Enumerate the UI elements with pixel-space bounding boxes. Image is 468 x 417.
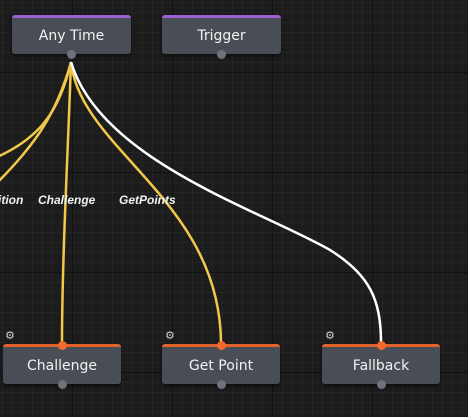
node-get-point-input-port[interactable] [216, 341, 226, 350]
node-any-time-output-port[interactable] [67, 50, 76, 59]
edge-any-time-to-fallback [69, 61, 383, 344]
edge-any-time-to-offscreen [0, 61, 73, 157]
node-challenge-input-port[interactable] [57, 341, 67, 350]
edge-any-time-to-offscreen-2 [0, 61, 73, 182]
edge-any-time-to-get-point [69, 61, 223, 344]
node-challenge-output-port[interactable] [57, 380, 67, 389]
node-any-time[interactable]: Any Time [12, 15, 131, 59]
node-trigger-label: Trigger [197, 28, 246, 44]
node-trigger[interactable]: Trigger [162, 15, 281, 59]
node-challenge[interactable]: Challenge [3, 341, 121, 389]
node-get-point[interactable]: Get Point [162, 341, 280, 389]
node-fallback-label: Fallback [352, 357, 410, 374]
edge-label-cut-off[interactable]: ition [0, 193, 24, 207]
edge-label-getpoints[interactable]: GetPoints [119, 193, 176, 207]
node-get-point-output-port[interactable] [216, 380, 226, 389]
gear-icon[interactable]: ⚙ [5, 329, 15, 342]
gear-icon[interactable]: ⚙ [325, 329, 335, 342]
edge-any-time-to-challenge [60, 61, 73, 344]
node-any-time-label: Any Time [38, 28, 105, 44]
node-fallback[interactable]: Fallback [322, 341, 440, 389]
node-challenge-label: Challenge [27, 357, 97, 374]
gear-icon[interactable]: ⚙ [165, 329, 175, 342]
edge-label-challenge[interactable]: Challenge [38, 193, 96, 207]
node-trigger-output-port[interactable] [217, 50, 226, 59]
node-get-point-label: Get Point [188, 357, 254, 374]
node-fallback-input-port[interactable] [376, 341, 386, 350]
node-fallback-output-port[interactable] [376, 380, 386, 389]
